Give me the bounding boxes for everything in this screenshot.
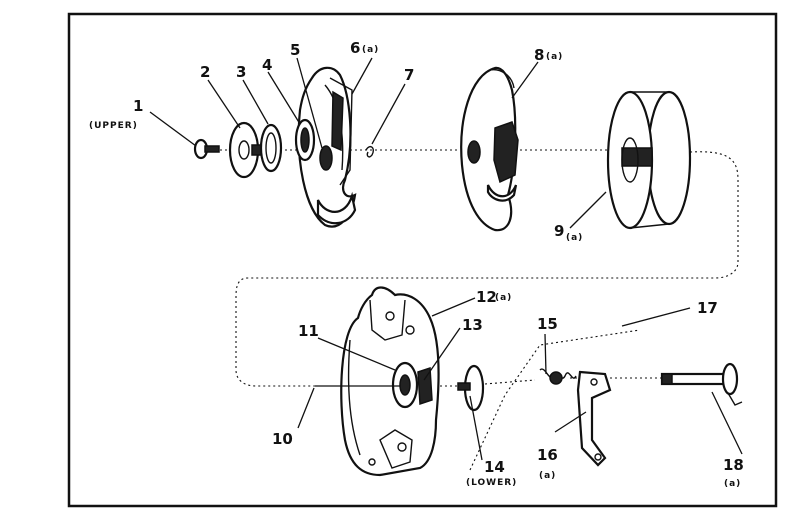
- part-15-spring: [539, 368, 577, 385]
- callout-6-sub: (a): [362, 45, 379, 55]
- callout-14-sub: (LOWER): [466, 478, 517, 488]
- callout-5: 5: [290, 41, 300, 59]
- callout-10: 10: [272, 430, 293, 448]
- part-12-lower-housing: [340, 286, 440, 477]
- part-11-shaft-hub: [391, 361, 419, 409]
- part-9-bobbin: [606, 90, 692, 230]
- part-5-center-hub: [319, 145, 333, 171]
- part-7-pin: [365, 145, 375, 158]
- callout-9: 9: [554, 222, 564, 240]
- callout-9-sub: (a): [566, 233, 583, 243]
- callout-4: 4: [262, 56, 272, 74]
- part-4-spring-ring: [294, 118, 316, 162]
- callout-3: 3: [236, 63, 246, 81]
- callout-18-sub: (a): [724, 479, 741, 489]
- diagram-frame: [67, 12, 778, 508]
- callout-6: 6: [350, 39, 360, 57]
- callout-12-sub: (a): [495, 293, 512, 303]
- callout-7: 7: [404, 66, 414, 84]
- callout-2: 2: [200, 63, 210, 81]
- callout-8: 8: [534, 46, 544, 64]
- callout-16: 16: [537, 446, 558, 464]
- callout-18: 18: [723, 456, 744, 474]
- leader-lines: [149, 57, 743, 461]
- callout-1: 1: [133, 97, 143, 115]
- callout-11: 11: [298, 322, 319, 340]
- part-1-upper-screw: [193, 138, 220, 160]
- part-18-shaft: [660, 362, 743, 406]
- assembly-path-lower: [420, 329, 665, 471]
- callout-14: 14: [484, 458, 505, 476]
- part-2-washer: [228, 121, 263, 179]
- callout-labels: 1 (UPPER) 2 3 4 5 6 (a) 7 8 (a) 9 (a) 10…: [89, 39, 744, 489]
- part-14-lower-disc: [457, 364, 485, 412]
- part-8-cover-disc: [460, 66, 519, 232]
- callout-15: 15: [537, 315, 558, 333]
- part-13-clip: [417, 366, 433, 406]
- callout-16-sub: (a): [539, 471, 556, 481]
- callout-12: 12: [476, 288, 497, 306]
- part-16-lever: [576, 370, 612, 467]
- callout-1-sub: (UPPER): [89, 121, 138, 131]
- callout-13: 13: [462, 316, 483, 334]
- part-3-ring: [259, 123, 283, 173]
- callout-8-sub: (a): [546, 52, 563, 62]
- callout-17: 17: [697, 299, 718, 317]
